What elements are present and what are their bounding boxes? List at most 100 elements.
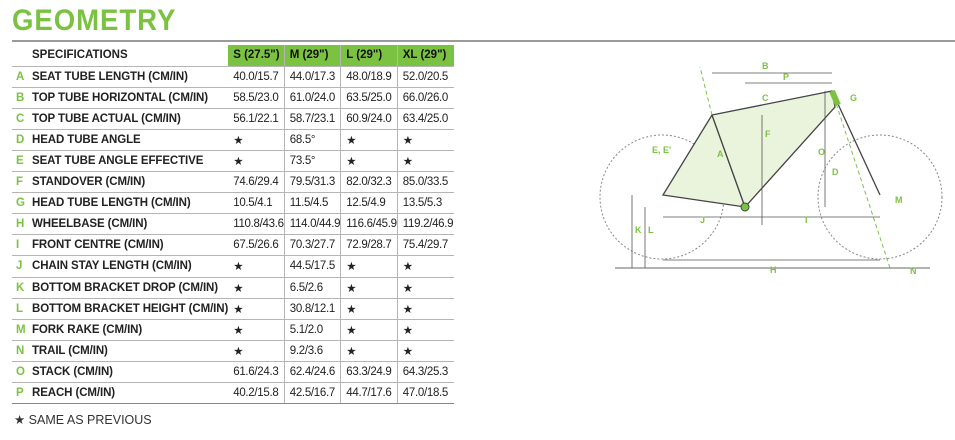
row-letter: K [12, 277, 32, 299]
size-value-m: 68.5° [283, 129, 341, 151]
spec-label: BOTTOM BRACKET DROP (CM/IN) [32, 277, 229, 299]
row-letter: H [12, 213, 32, 236]
size-value-l: 82.0/32.3 [340, 171, 398, 194]
size-value-s: ★ [228, 255, 285, 278]
size-value-m: 5.1/2.0 [283, 319, 341, 341]
size-value-m: 79.5/31.3 [283, 171, 341, 194]
size-value-l: 63.3/24.9 [340, 361, 398, 384]
diagram-label-d: D [832, 167, 839, 177]
size-value-s: 56.1/22.1 [228, 108, 285, 130]
spec-label: STANDOVER (CM/IN) [32, 171, 229, 194]
row-letter: J [12, 255, 32, 278]
size-value-m: 44.0/17.3 [283, 66, 341, 88]
spec-label: HEAD TUBE LENGTH (CM/IN) [32, 192, 229, 215]
size-value-l: ★ [340, 340, 398, 362]
size-value-s: 10.5/4.1 [228, 192, 285, 215]
spec-label: TRAIL (CM/IN) [32, 340, 229, 362]
spec-label: CHAIN STAY LENGTH (CM/IN) [32, 255, 229, 278]
size-value-xl: 66.0/26.0 [396, 87, 455, 109]
row-letter: D [12, 129, 32, 151]
diagram-label-j: J [700, 215, 705, 225]
size-value-l: 44.7/17.6 [340, 382, 398, 405]
size-value-xl: ★ [396, 298, 455, 320]
spec-label: SEAT TUBE ANGLE EFFECTIVE [32, 150, 229, 173]
size-value-xl: 52.0/20.5 [396, 66, 455, 88]
size-value-xl: 75.4/29.7 [396, 234, 455, 257]
size-value-xl: 13.5/5.3 [396, 192, 455, 215]
row-letter: M [12, 319, 32, 341]
size-value-m: 73.5° [283, 150, 341, 173]
row-letter: E [12, 150, 32, 173]
size-value-s: 58.5/23.0 [228, 87, 285, 109]
size-value-xl: ★ [396, 277, 455, 299]
size-value-xl: ★ [396, 340, 455, 362]
spec-label: FORK RAKE (CM/IN) [32, 319, 229, 341]
size-value-m: 61.0/24.0 [283, 87, 341, 109]
size-value-s: ★ [228, 277, 285, 299]
diagram-label-o: O [818, 147, 825, 157]
geometry-table: SPECIFICATIONS S (27.5") M (29") L (29")… [12, 45, 455, 405]
spec-label: REACH (CM/IN) [32, 382, 229, 405]
size-value-s: 67.5/26.6 [228, 234, 285, 257]
size-value-l: 12.5/4.9 [340, 192, 398, 215]
diagram-label-b: B [762, 61, 769, 71]
row-letter: L [12, 298, 32, 320]
diagram-label-n: N [910, 266, 917, 276]
bottom-bracket [740, 202, 750, 212]
diagram-label-l: L [648, 225, 654, 235]
size-value-xl: 85.0/33.5 [396, 171, 455, 194]
size-value-s: ★ [228, 150, 285, 173]
front-wheel [817, 134, 943, 260]
dimension-lines [631, 72, 880, 268]
size-header-l: L (29") [340, 45, 398, 67]
row-letter: N [12, 340, 32, 362]
size-header-s: S (27.5") [228, 45, 285, 67]
size-value-xl: 64.3/25.3 [396, 361, 455, 384]
table-header-row: SPECIFICATIONS S (27.5") M (29") L (29")… [12, 45, 455, 67]
size-value-m: 6.5/2.6 [283, 277, 341, 299]
seat-tube-axis [699, 66, 713, 116]
size-value-m: 58.7/23.1 [283, 108, 341, 130]
row-letter: A [12, 66, 32, 88]
size-value-l: ★ [340, 255, 398, 278]
size-value-m: 42.5/16.7 [283, 382, 341, 405]
row-letter: O [12, 361, 32, 384]
size-value-l: ★ [340, 150, 398, 173]
size-value-xl: ★ [396, 255, 455, 278]
diagram-label-g: G [850, 93, 857, 103]
size-value-xl: 47.0/18.5 [396, 382, 455, 405]
spec-label: SEAT TUBE LENGTH (CM/IN) [32, 66, 229, 88]
size-value-m: 114.0/44.9 [283, 213, 341, 236]
size-value-s: ★ [228, 298, 285, 320]
size-value-m: 9.2/3.6 [283, 340, 341, 362]
diagram-label-e: E, E' [652, 145, 671, 155]
spec-label: FRONT CENTRE (CM/IN) [32, 234, 229, 257]
size-value-m: 62.4/24.6 [283, 361, 341, 384]
diagram-label-p: P [783, 72, 789, 82]
row-letter: G [12, 192, 32, 215]
size-value-xl: 63.4/25.0 [396, 108, 455, 130]
size-value-xl: 119.2/46.9 [396, 213, 455, 236]
spec-label: STACK (CM/IN) [32, 361, 229, 384]
size-value-s: ★ [228, 129, 285, 151]
row-letter: F [12, 171, 32, 194]
size-value-l: 63.5/25.0 [340, 87, 398, 109]
bike-geometry-diagram: B P C G F O A E, E' D J I H K L M N [599, 61, 943, 276]
size-value-s: ★ [228, 340, 285, 362]
diagram-label-i: I [805, 215, 808, 225]
size-value-l: 116.6/45.9 [340, 213, 398, 236]
page-title: GEOMETRY [12, 4, 177, 37]
row-letter: I [12, 234, 32, 257]
footnote-same-as-previous: ★ SAME AS PREVIOUS [14, 413, 152, 427]
size-value-s: ★ [228, 319, 285, 341]
